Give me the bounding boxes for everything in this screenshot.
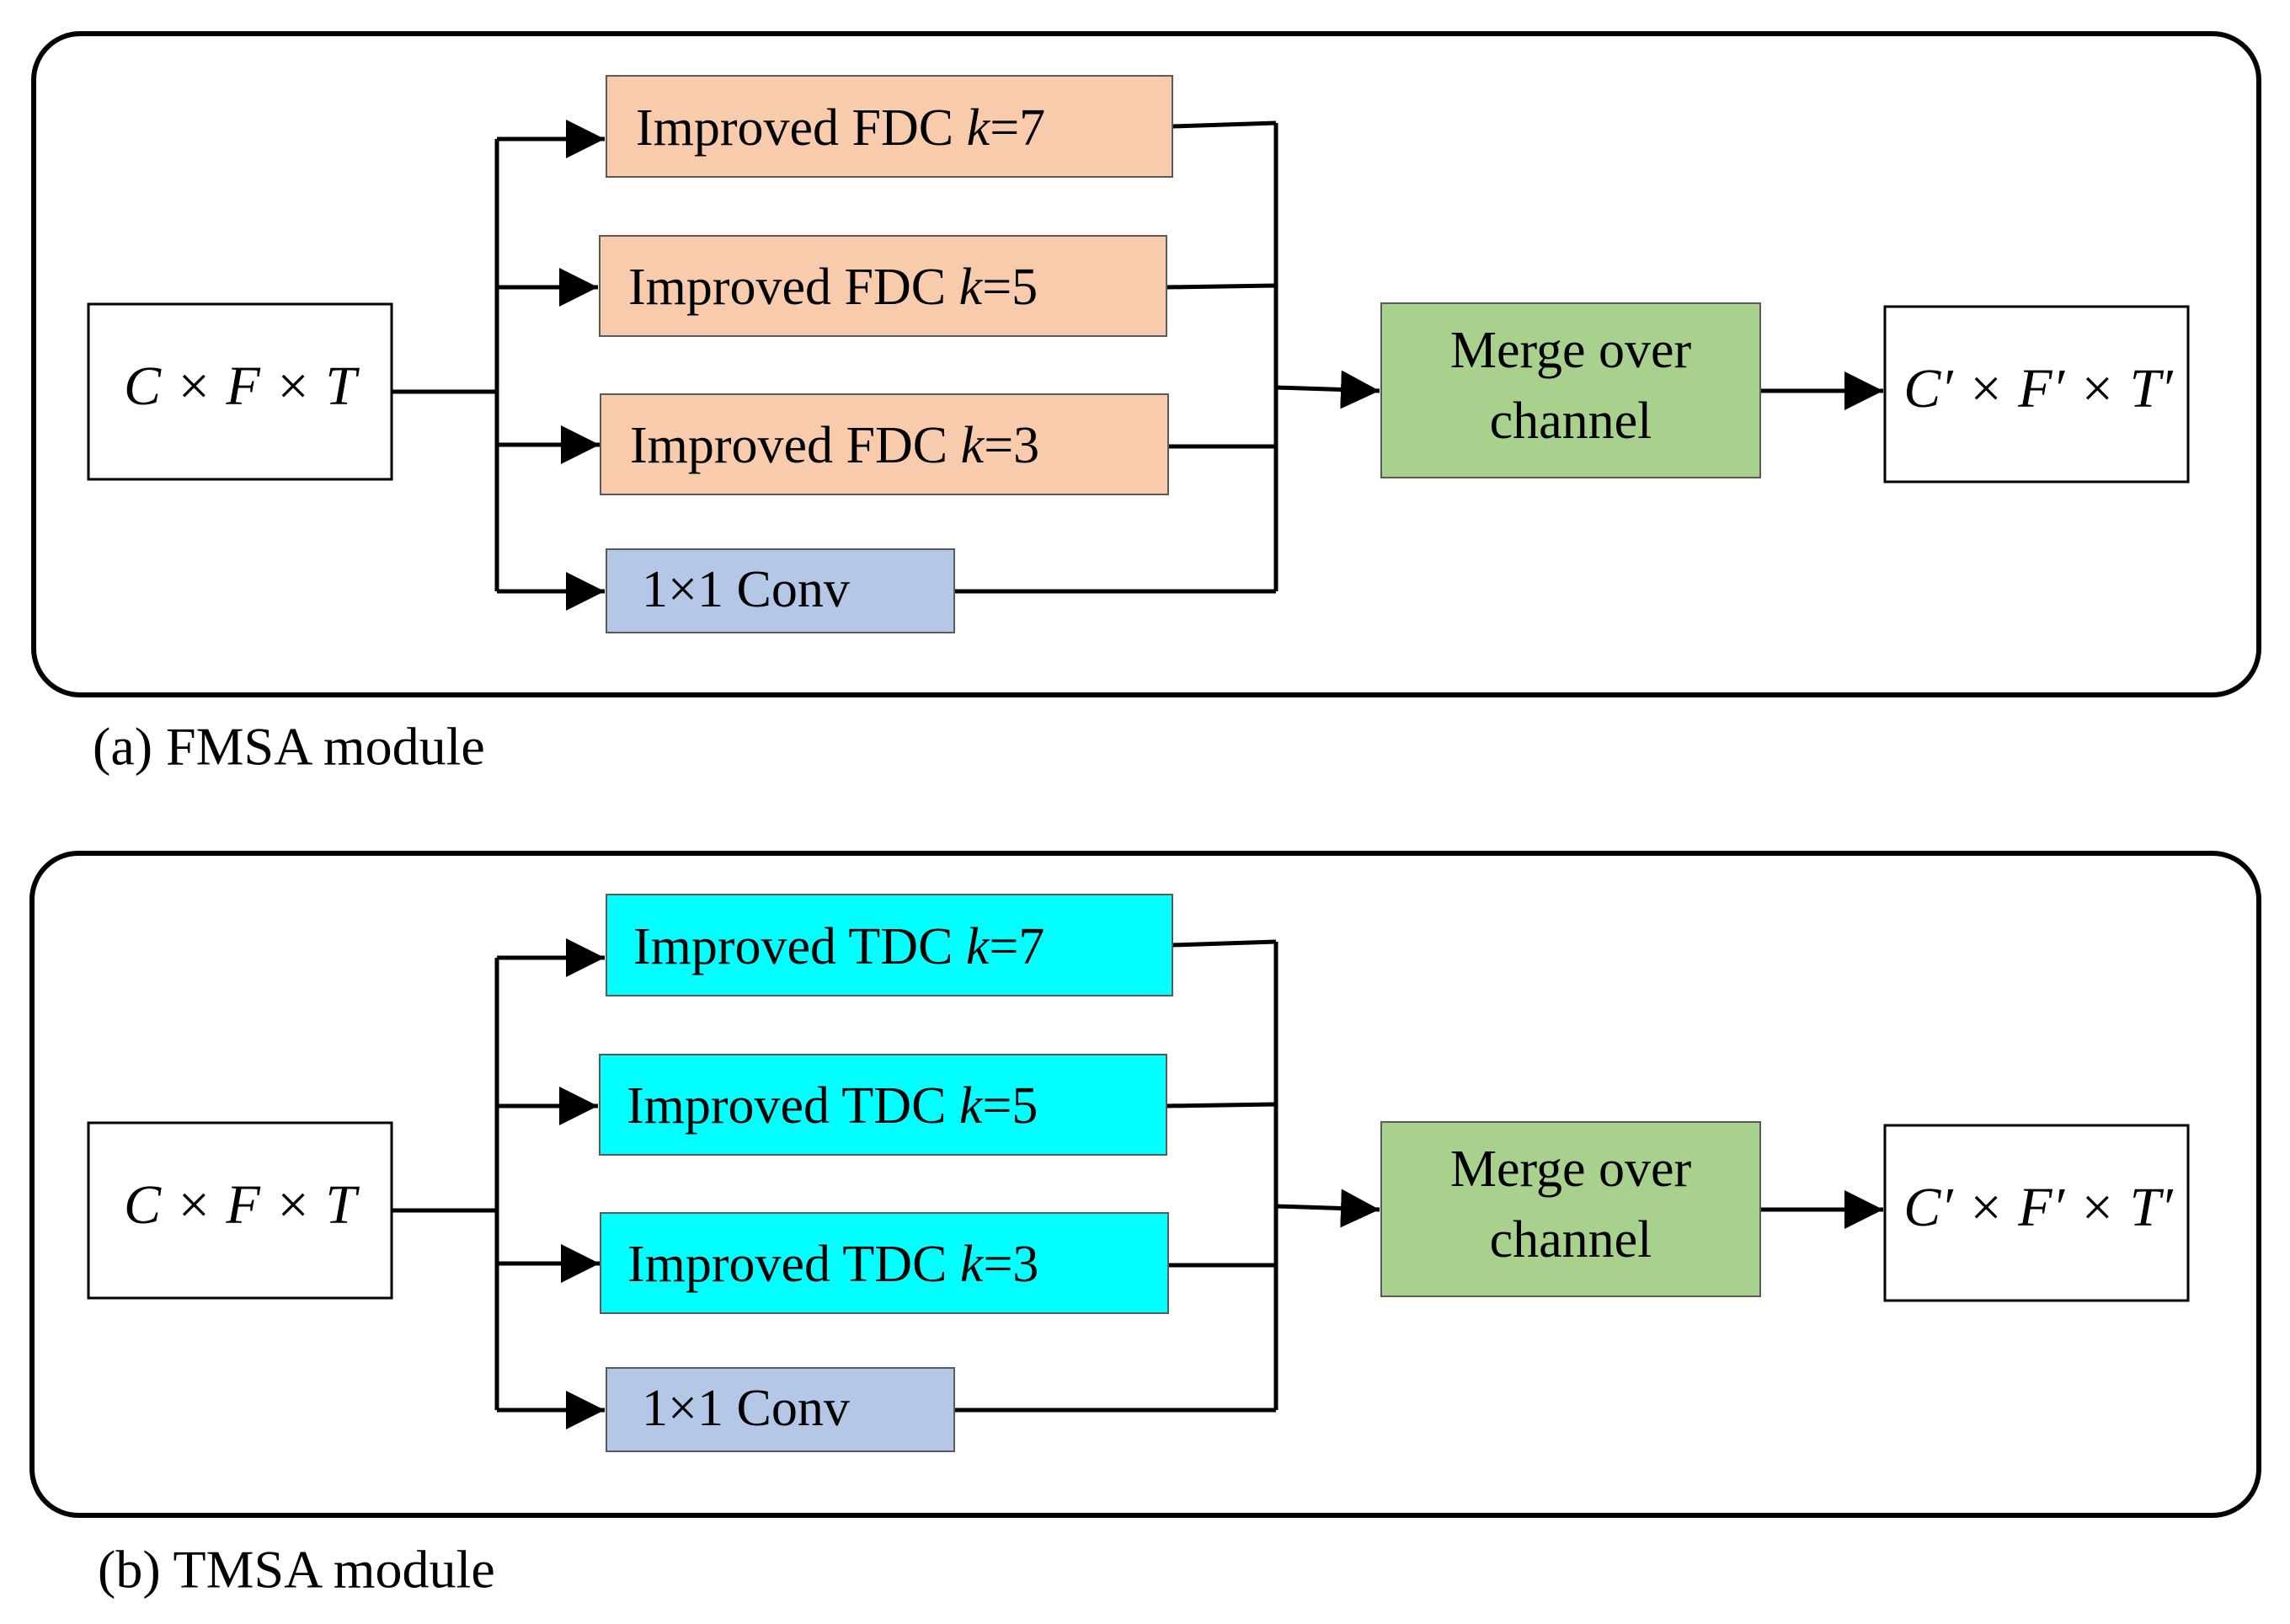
input-label: C × F × T [124, 355, 360, 417]
k-symbol: k [961, 417, 985, 474]
conv-box: 1×1 Conv [606, 1367, 955, 1452]
merge-label-line-2: channel [1490, 1211, 1652, 1269]
branch-1-out [1172, 939, 1277, 948]
output-box: C′ × F′ × T′ [1883, 1124, 2190, 1302]
merge-label-line-2: channel [1490, 393, 1652, 450]
input-label: C × F × T [124, 1174, 360, 1236]
input-box: C × F × T [87, 1121, 393, 1300]
branch-label: Improved FDC [628, 259, 959, 316]
branch-box-2: Improved FDC k=5 [599, 235, 1167, 337]
branch-label: Improved FDC [636, 99, 967, 157]
connectors [392, 120, 1883, 611]
connectors [392, 938, 1883, 1429]
k-symbol: k [960, 1236, 985, 1293]
branch-2-out [1166, 1102, 1277, 1108]
branch-2-out [1166, 283, 1277, 290]
svg-text:Improved TDC k=7: Improved TDC k=7 [633, 918, 1044, 975]
input-box: C × F × T [87, 302, 393, 481]
arrow-to-merge [1275, 370, 1380, 409]
panel-frame [29, 851, 2261, 1518]
k-value: =3 [984, 417, 1039, 474]
k-value: =7 [989, 918, 1044, 975]
branch-label: Improved TDC [633, 918, 966, 975]
conv-label: 1×1 Conv [642, 1380, 850, 1437]
panel-frame [31, 31, 2261, 697]
merge-box: Merge over channel [1380, 1121, 1761, 1297]
branch-box-3: Improved TDC k=3 [600, 1212, 1169, 1314]
branch-box-1: Improved FDC k=7 [606, 75, 1173, 178]
panel-fmsa: C × F × T Improved FDC k=7 Improved FDC … [31, 31, 2261, 777]
merge-label-line-1: Merge over [1450, 322, 1692, 379]
panel-caption: (b) TMSA module [98, 1540, 495, 1600]
svg-text:Improved TDC k=5: Improved TDC k=5 [627, 1077, 1038, 1135]
branch-box-2: Improved TDC k=5 [599, 1054, 1167, 1156]
branch-label: Improved FDC [630, 417, 961, 474]
k-value: =5 [982, 259, 1038, 316]
output-label: C′ × F′ × T′ [1903, 358, 2174, 419]
svg-text:Improved TDC k=3: Improved TDC k=3 [627, 1236, 1038, 1293]
k-symbol: k [959, 1077, 984, 1135]
svg-text:Improved FDC k=5: Improved FDC k=5 [628, 259, 1038, 316]
merge-box: Merge over channel [1380, 302, 1761, 478]
panel-caption: (a) FMSA module [93, 717, 485, 777]
branch-1-out [1172, 120, 1277, 129]
branch-label: Improved TDC [627, 1236, 960, 1293]
svg-text:Improved FDC k=3: Improved FDC k=3 [630, 417, 1039, 474]
k-value: =3 [983, 1236, 1038, 1293]
k-value: =7 [990, 99, 1045, 157]
panel-tmsa: C × F × T Improved TDC k=7 Improved TDC … [29, 851, 2261, 1600]
conv-label: 1×1 Conv [642, 561, 850, 618]
branch-label: Improved TDC [627, 1077, 959, 1135]
output-box: C′ × F′ × T′ [1883, 305, 2190, 483]
k-symbol: k [967, 99, 991, 157]
merge-label-line-1: Merge over [1450, 1141, 1692, 1198]
arrow-to-merge [1275, 1189, 1380, 1228]
k-symbol: k [959, 259, 984, 316]
branch-box-1: Improved TDC k=7 [606, 894, 1173, 996]
conv-box: 1×1 Conv [606, 548, 955, 633]
output-label: C′ × F′ × T′ [1903, 1177, 2174, 1238]
k-symbol: k [966, 918, 990, 975]
branch-box-3: Improved FDC k=3 [600, 393, 1169, 495]
k-value: =5 [982, 1077, 1038, 1135]
svg-text:Improved FDC k=7: Improved FDC k=7 [636, 99, 1045, 157]
